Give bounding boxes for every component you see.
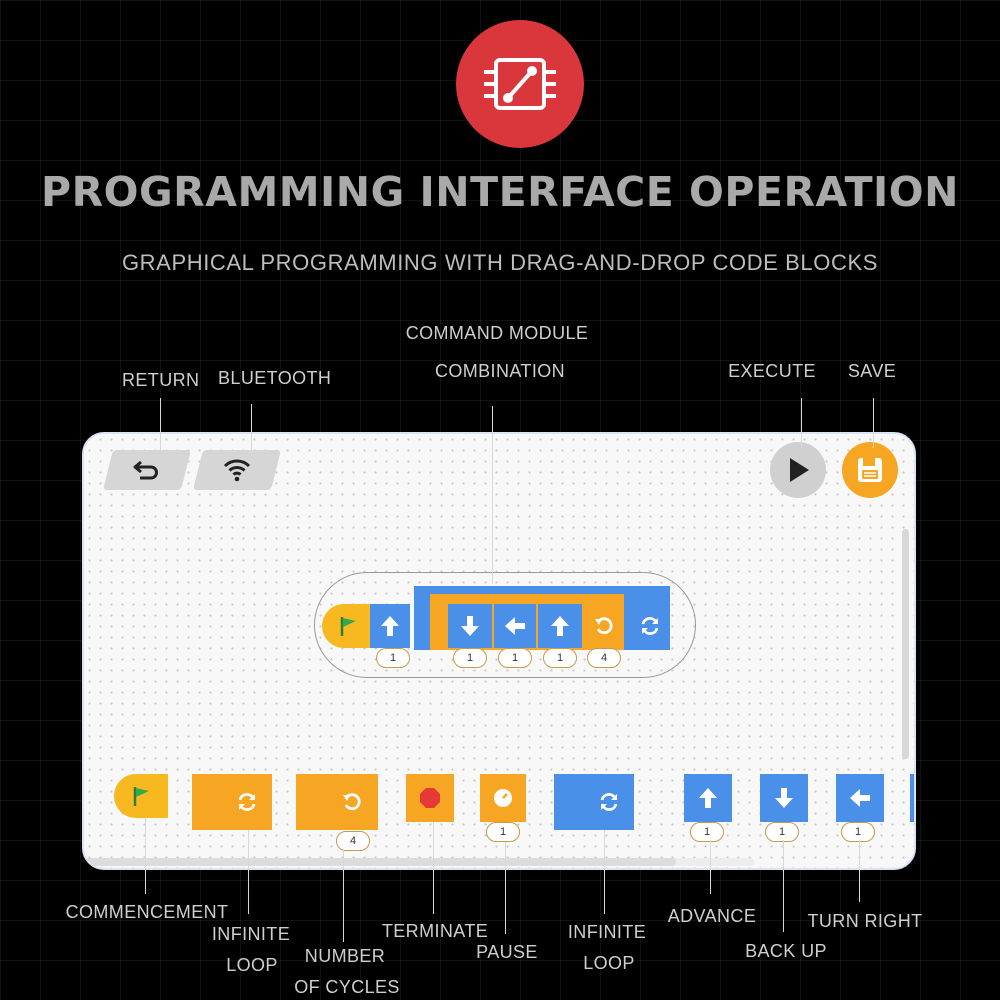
advance-label: ADVANCE [667, 906, 757, 926]
step-count[interactable]: 1 [376, 648, 410, 668]
cycles-leader-line [343, 850, 344, 942]
commencement-leader-line [145, 818, 146, 894]
cycle-count[interactable]: 4 [587, 648, 621, 668]
step-count[interactable]: 1 [765, 822, 799, 842]
pause-leader-line [505, 842, 506, 934]
step-count[interactable]: 1 [543, 648, 577, 668]
arrow-up-icon [381, 616, 399, 636]
cycle-end-block[interactable] [584, 604, 624, 648]
palette-pause-block[interactable] [480, 774, 526, 822]
arrow-left-icon [850, 789, 870, 807]
cycle-count[interactable]: 4 [336, 831, 370, 851]
programming-canvas[interactable]: 1 1 1 1 4 4 1 1 1 [82, 432, 916, 870]
green-flag-icon [340, 617, 356, 636]
return-button[interactable] [103, 450, 191, 490]
turn-left-block[interactable] [494, 604, 536, 648]
undo-arrow-icon [595, 617, 613, 635]
refresh-icon [641, 617, 659, 635]
execute-button[interactable] [770, 442, 826, 498]
wifi-signal-icon [223, 459, 251, 482]
return-leader-line [160, 398, 161, 450]
floppy-disk-icon [858, 458, 882, 482]
turn-right-leader-line [859, 840, 860, 902]
palette-turn-right-block[interactable] [836, 774, 884, 822]
terminate-label: TERMINATE [381, 921, 489, 941]
arrow-down-icon [775, 788, 793, 808]
timer-icon [494, 789, 512, 807]
bluetooth-label: BLUETOOTH [218, 368, 332, 388]
bluetooth-leader-line [251, 404, 252, 456]
bluetooth-button[interactable] [193, 450, 281, 490]
infinite-loop-2-label-line2: LOOP [583, 953, 635, 973]
return-arrow-icon [133, 460, 158, 480]
stop-icon [420, 788, 440, 808]
horizontal-scrollbar[interactable] [84, 858, 676, 866]
infinite-loop-2-leader-line [604, 830, 605, 914]
circuit-chip-icon [456, 20, 584, 148]
turn-right-label: TURN RIGHT [807, 911, 923, 931]
command-combination-area [314, 572, 696, 678]
loop-end-block[interactable] [630, 604, 670, 648]
infinite-loop-2-label-line1: INFINITE [567, 922, 647, 942]
palette-commencement-block[interactable] [114, 774, 168, 818]
palette-next-block-partial[interactable] [910, 774, 914, 822]
command-module-label-line1: COMMAND MODULE [405, 323, 589, 343]
arrow-down-icon [461, 616, 479, 636]
command-module-label-line2: COMBINATION [434, 361, 566, 381]
number-of-cycles-label-line2: OF CYCLES [294, 977, 400, 997]
commencement-label: COMMENCEMENT [65, 902, 229, 922]
back-up-block[interactable] [448, 604, 492, 648]
vertical-scrollbar[interactable] [902, 529, 909, 759]
arrow-up-icon [551, 616, 569, 636]
advance-block-2[interactable] [538, 604, 582, 648]
palette-infinite-loop-block-blue[interactable] [554, 774, 634, 830]
start-block[interactable] [322, 604, 374, 648]
palette-number-of-cycles-block[interactable] [296, 774, 378, 830]
advance-block[interactable] [370, 604, 410, 648]
palette-infinite-loop-block[interactable] [192, 774, 272, 830]
step-count[interactable]: 1 [690, 822, 724, 842]
save-label: SAVE [847, 361, 897, 381]
return-label: RETURN [122, 370, 200, 390]
page-subtitle: GRAPHICAL PROGRAMMING WITH DRAG-AND-DROP… [121, 250, 879, 275]
palette-advance-block[interactable] [684, 774, 732, 822]
palette-terminate-block[interactable] [406, 774, 454, 822]
pause-value[interactable]: 1 [486, 822, 520, 842]
arrow-up-icon [699, 788, 717, 808]
play-icon [790, 458, 809, 482]
step-count[interactable]: 1 [498, 648, 532, 668]
execute-label: EXECUTE [728, 361, 816, 381]
number-of-cycles-label-line1: NUMBER [304, 946, 386, 966]
refresh-icon [238, 793, 256, 811]
terminate-leader-line [433, 822, 434, 914]
palette-back-up-block[interactable] [760, 774, 808, 822]
save-button[interactable] [842, 442, 898, 498]
step-count[interactable]: 1 [453, 648, 487, 668]
page-title: PROGRAMMING INTERFACE OPERATION [41, 168, 959, 216]
infinite-loop-leader-line [248, 830, 249, 914]
step-count[interactable]: 1 [841, 822, 875, 842]
infinite-loop-label-line1: INFINITE [211, 924, 291, 944]
green-flag-icon [133, 787, 149, 806]
back-up-label: BACK UP [745, 941, 827, 961]
refresh-icon [600, 793, 618, 811]
pause-label: PAUSE [476, 942, 538, 962]
infinite-loop-label-line2: LOOP [226, 955, 278, 975]
save-leader-line [873, 398, 874, 448]
back-up-leader-line [783, 840, 784, 932]
advance-leader-line [710, 840, 711, 894]
arrow-left-icon [505, 617, 525, 635]
execute-leader-line [801, 398, 802, 448]
command-leader-line [492, 406, 493, 584]
undo-arrow-icon [343, 793, 361, 811]
